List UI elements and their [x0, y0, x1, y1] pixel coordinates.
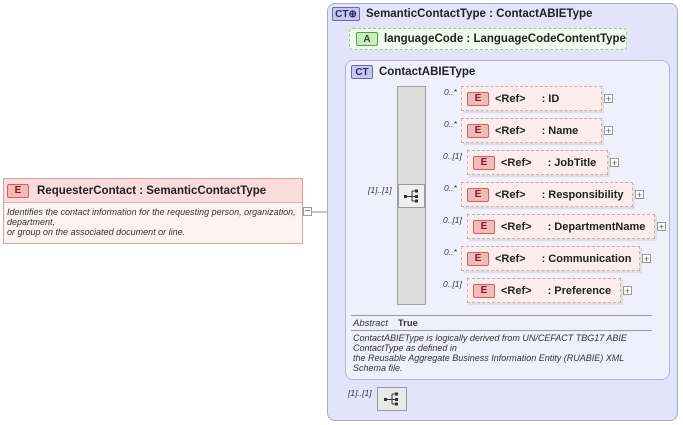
collapse-button[interactable]: − [303, 206, 312, 217]
element-multiplicity: 0..[1] [443, 151, 462, 161]
element-name-label: : Communication [541, 252, 632, 265]
sequence-tree-icon [384, 392, 398, 406]
bottom-sequence-compositor[interactable] [377, 387, 407, 411]
sequence-icon [398, 183, 425, 208]
element-job-title[interactable]: E <Ref> : JobTitle [467, 150, 608, 175]
sequence-multiplicity: [1]..[1] [368, 185, 392, 195]
expand-button[interactable]: + [610, 158, 619, 168]
element-ref: <Ref> [501, 284, 532, 297]
expand-button[interactable]: + [623, 286, 632, 296]
element-multiplicity: 0..* [444, 119, 457, 129]
element-ref: <Ref> [495, 188, 526, 201]
element-icon: E [473, 155, 495, 170]
element-multiplicity: 0..* [444, 183, 457, 193]
abstract-label: Abstract [353, 318, 388, 329]
element-id[interactable]: E <Ref> : ID [461, 86, 602, 111]
outer-type-title: SemanticContactType : ContactABIEType [366, 8, 593, 20]
root-element-title: RequesterContact : SemanticContactType [37, 184, 267, 197]
expand-button[interactable]: + [635, 190, 644, 200]
inner-type-documentation: ContactABIEType is logically derived fro… [353, 333, 627, 373]
root-element-header: E RequesterContact : SemanticContactType [4, 179, 302, 203]
element-ref: <Ref> [495, 92, 526, 105]
expand-button[interactable]: + [657, 222, 666, 232]
expand-button[interactable]: + [642, 254, 651, 264]
inner-type-header: CT ContactABIEType [351, 65, 475, 79]
element-icon: E [7, 183, 29, 198]
element-ref: <Ref> [495, 124, 526, 137]
outer-type-header: CT⊕ SemanticContactType : ContactABIETyp… [332, 7, 592, 21]
complex-type-icon: CT⊕ [332, 7, 360, 21]
element-multiplicity: 0..* [444, 87, 457, 97]
divider [351, 315, 652, 316]
element-name: : ID [541, 92, 560, 105]
expand-button[interactable]: + [604, 94, 613, 104]
expand-button[interactable]: + [604, 126, 613, 136]
element-name-label: : Name [541, 124, 579, 137]
divider [351, 330, 652, 331]
element-multiplicity: 0..[1] [443, 279, 462, 289]
element-ref: <Ref> [501, 156, 532, 169]
element-name-label: : Preference [547, 284, 612, 297]
abstract-row: Abstract True [353, 318, 418, 329]
attribute-label: languageCode : LanguageCodeContentType [384, 33, 626, 45]
sequence-compositor[interactable] [397, 86, 426, 305]
element-ref: <Ref> [495, 252, 526, 265]
element-multiplicity: 0..* [444, 247, 457, 257]
attribute-icon: A [356, 32, 378, 46]
element-icon: E [467, 123, 489, 138]
element-name-label: : DepartmentName [547, 220, 646, 233]
element-name-label: : Responsibility [541, 188, 624, 201]
element-icon: E [467, 251, 489, 266]
abstract-value: True [397, 318, 418, 329]
attribute-language-code[interactable]: A languageCode : LanguageCodeContentType [349, 28, 627, 50]
root-element-documentation: Identifies the contact information for t… [7, 207, 296, 237]
sequence-tree-icon [403, 189, 418, 202]
element-preference[interactable]: E <Ref> : Preference [467, 278, 621, 303]
element-responsibility[interactable]: E <Ref> : Responsibility [461, 182, 633, 207]
element-name-label: : JobTitle [547, 156, 597, 169]
element-icon: E [473, 219, 495, 234]
element-icon: E [473, 283, 495, 298]
element-ref: <Ref> [501, 220, 532, 233]
bottom-sequence-multiplicity: [1]..[1] [348, 388, 372, 398]
root-element-requester-contact[interactable]: E RequesterContact : SemanticContactType… [3, 178, 303, 244]
element-communication[interactable]: E <Ref> : Communication [461, 246, 640, 271]
element-name[interactable]: E <Ref> : Name [461, 118, 602, 143]
element-multiplicity: 0..[1] [443, 215, 462, 225]
element-icon: E [467, 91, 489, 106]
inner-type-title: ContactABIEType [379, 66, 476, 78]
complex-type-icon: CT [351, 65, 373, 79]
element-department-name[interactable]: E <Ref> : DepartmentName [467, 214, 655, 239]
element-icon: E [467, 187, 489, 202]
